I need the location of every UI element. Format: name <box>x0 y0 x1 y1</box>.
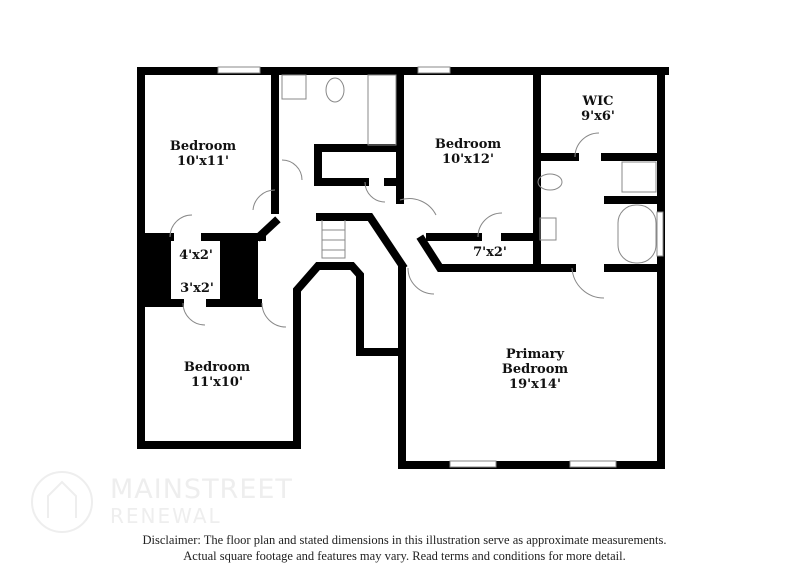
closet-fill <box>141 237 258 303</box>
room-label-closet-4x2: 4'x2' <box>179 248 213 263</box>
disclaimer-line-2: Actual square footage and features may v… <box>183 549 626 563</box>
room-dims: 9'x6' <box>581 109 615 124</box>
room-dims: 4'x2' <box>179 248 213 263</box>
logo-icon <box>31 471 93 533</box>
room-dims: 10'x11' <box>177 154 229 169</box>
room-name: Primary Bedroom <box>501 347 569 377</box>
disclaimer-line-1: Disclaimer: The floor plan and stated di… <box>142 533 667 547</box>
room-label-closet-3x2: 3'x2' <box>180 281 214 296</box>
room-name: WIC <box>582 94 614 109</box>
walls <box>137 67 669 469</box>
fixtures <box>169 66 664 468</box>
room-name: Bedroom <box>169 139 237 154</box>
room-dims: 11'x10' <box>191 375 243 390</box>
room-dims: 10'x12' <box>442 152 494 167</box>
logo-watermark-sub: RENEWAL <box>110 504 222 528</box>
room-dims: 7'x2' <box>473 245 507 260</box>
room-name: Bedroom <box>434 137 502 152</box>
room-label-closet-7x2: 7'x2' <box>473 245 507 260</box>
room-dims: 3'x2' <box>180 281 214 296</box>
room-dims: 19'x14' <box>509 377 561 392</box>
logo-watermark: MAINSTREET <box>110 474 293 505</box>
room-name: Bedroom <box>183 360 251 375</box>
